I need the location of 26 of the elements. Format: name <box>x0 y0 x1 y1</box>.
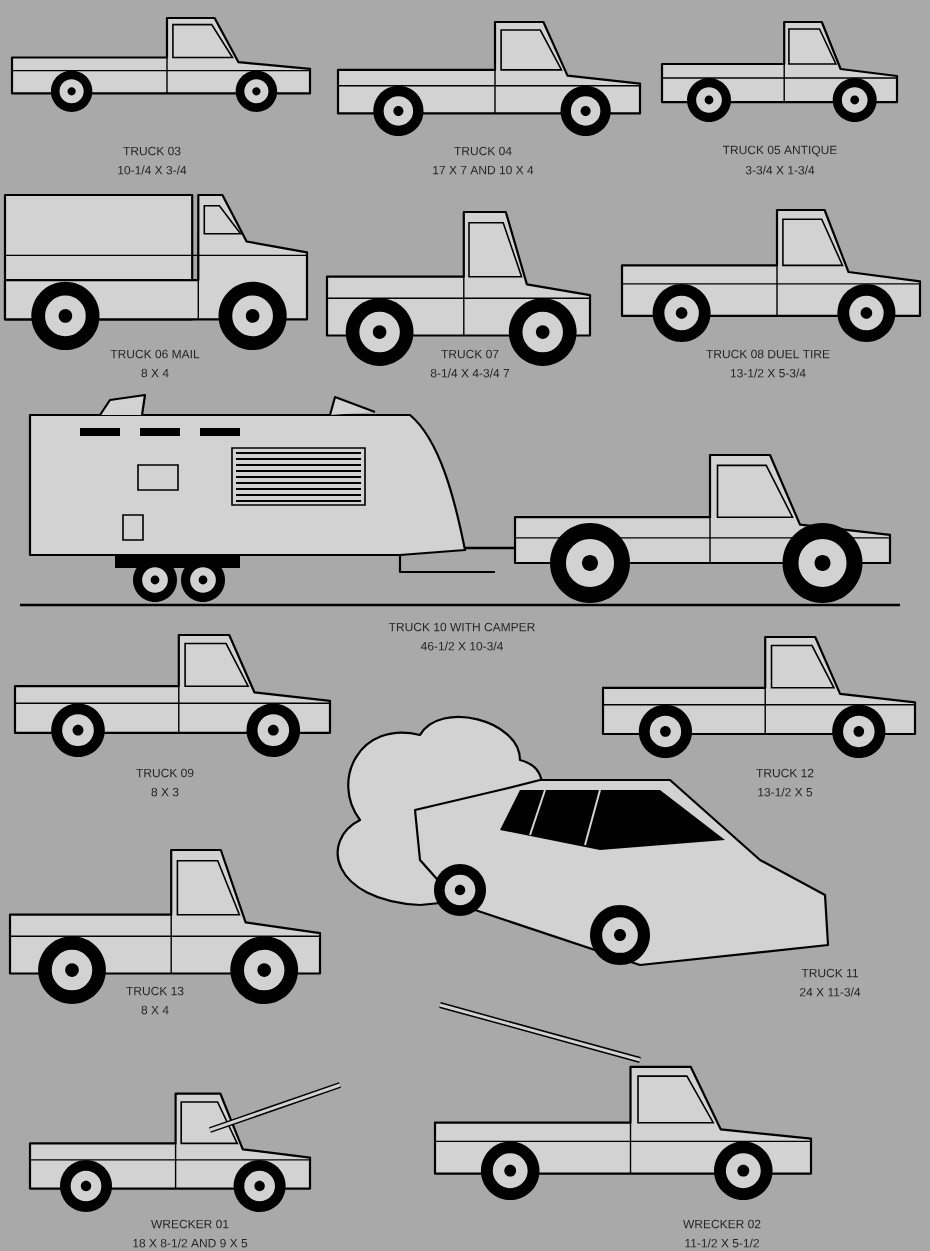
caption-text: 18 X 8-1/2 AND 9 X 5 <box>133 1238 248 1248</box>
caption-text: 10-1/4 X 3-/4 <box>118 165 187 175</box>
caption-text: TRUCK 13 <box>126 986 184 996</box>
caption-text: 8 X 4 <box>141 1005 169 1015</box>
caption-text: TRUCK 11 <box>801 968 858 978</box>
caption-text: 24 X 11-3/4 <box>800 987 861 997</box>
caption-text: 13-1/2 X 5-3/4 <box>730 368 806 378</box>
caption-text: 46-1/2 X 10-3/4 <box>420 641 503 651</box>
caption-text: 11-1/2 X 5-1/2 <box>685 1238 759 1248</box>
caption-text: TRUCK 05 ANTIQUE <box>722 145 837 157</box>
caption-text: 3-3/4 X 1-3/4 <box>745 165 815 175</box>
caption-text: TRUCK 08 DUEL TIRE <box>706 349 830 359</box>
caption-text: WRECKER 02 <box>683 1219 761 1229</box>
caption-text: 8 X 4 <box>141 368 169 378</box>
caption-text: 8-1/4 X 4-3/4 7 <box>430 368 510 378</box>
caption-text: TRUCK 10 WITH CAMPER <box>388 622 535 632</box>
caption-text: 13-1/2 X 5 <box>758 787 813 797</box>
caption-text: 17 X 7 AND 10 X 4 <box>433 165 534 175</box>
caption-text: TRUCK 12 <box>756 768 814 778</box>
caption-text: 8 X 3 <box>151 787 179 797</box>
caption-text: WRECKER 01 <box>151 1219 229 1229</box>
caption-text: TRUCK 06 MAIL <box>110 349 200 359</box>
caption-text: TRUCK 04 <box>454 146 512 156</box>
caption-text: TRUCK 07 <box>441 349 499 359</box>
caption-text: TRUCK 09 <box>136 768 194 778</box>
caption-text: TRUCK 03 <box>123 146 181 156</box>
